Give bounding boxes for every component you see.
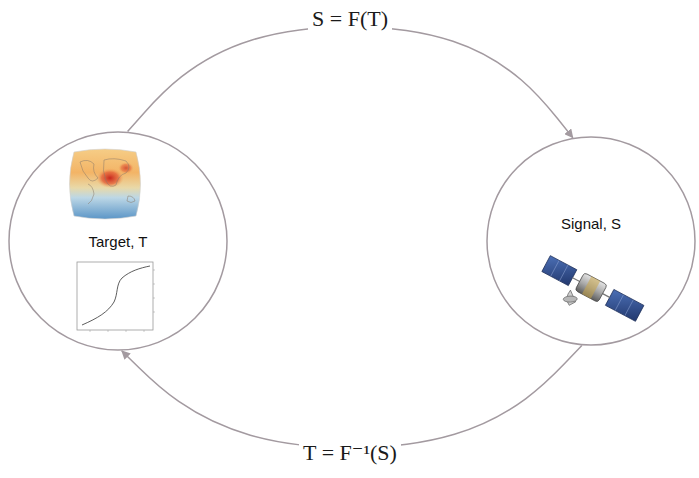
curved-arrow [128,27,573,138]
circle-shape [9,132,227,350]
circle-outline [486,136,696,346]
equation-label: T = F⁻¹(S) [299,440,401,465]
satellite-icon [534,255,645,337]
node-label: Target, T [86,232,151,251]
curved-arrow [122,346,582,448]
circle-node: Signal, S [486,136,696,346]
node-label: Signal, S [558,214,624,233]
equation-label: S = F(T) [308,6,392,31]
circle-node: Target, T [8,131,228,351]
edge-label-holder: T = F⁻¹(S) [299,440,401,466]
edge-label-holder: S = F(T) [308,6,392,32]
circle-shape [487,137,695,345]
world-map [64,146,148,222]
sigmoid-plot [77,262,155,332]
